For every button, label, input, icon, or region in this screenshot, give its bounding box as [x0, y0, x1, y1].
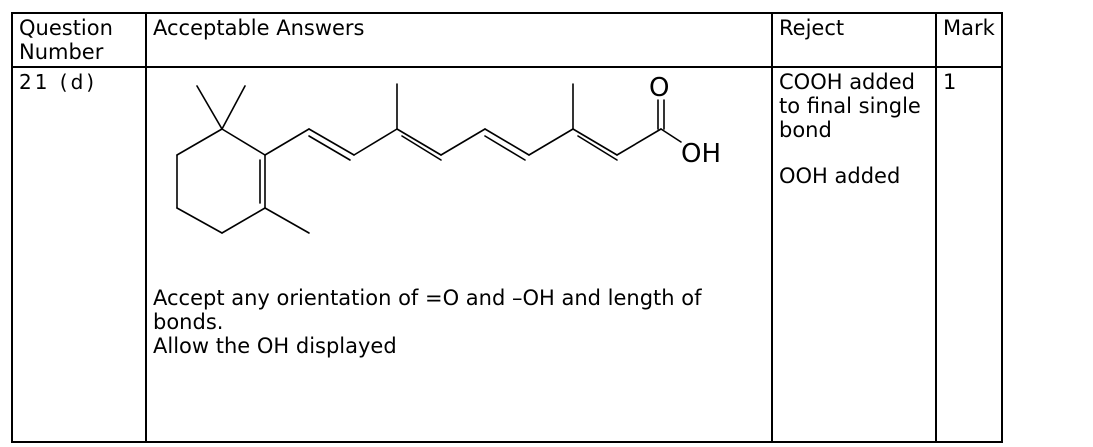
retinoic-acid-structure: O OH [176, 76, 721, 234]
reject-item-ooh: OOH added [779, 164, 901, 188]
header-row: Question Number Acceptable Answers Rejec… [11, 12, 1003, 68]
acceptable-answers-cell: O OH Accept any orientation of =O and –O… [145, 66, 773, 443]
carbonyl-oxygen-label: O [649, 76, 669, 103]
header-reject: Reject [771, 12, 937, 68]
header-acceptable-answers: Acceptable Answers [145, 12, 773, 68]
question-number: 21 (d) [11, 66, 147, 443]
reject-item-cooh: COOH added to final single bond [779, 70, 921, 142]
header-mark: Mark [935, 12, 1003, 68]
oh-displayed-note: Allow the OH displayed [153, 334, 397, 358]
mark-scheme-table: Question Number Acceptable Answers Rejec… [11, 12, 1003, 443]
answer-row: 21 (d) [11, 66, 1003, 443]
orientation-note: Accept any orientation of =O and –OH and… [153, 286, 702, 334]
header-question-number: Question Number [11, 12, 147, 68]
hydroxyl-label: OH [681, 139, 721, 169]
mark-value: 1 [935, 66, 1003, 443]
reject-cell: COOH added to final single bond OOH adde… [771, 66, 937, 443]
